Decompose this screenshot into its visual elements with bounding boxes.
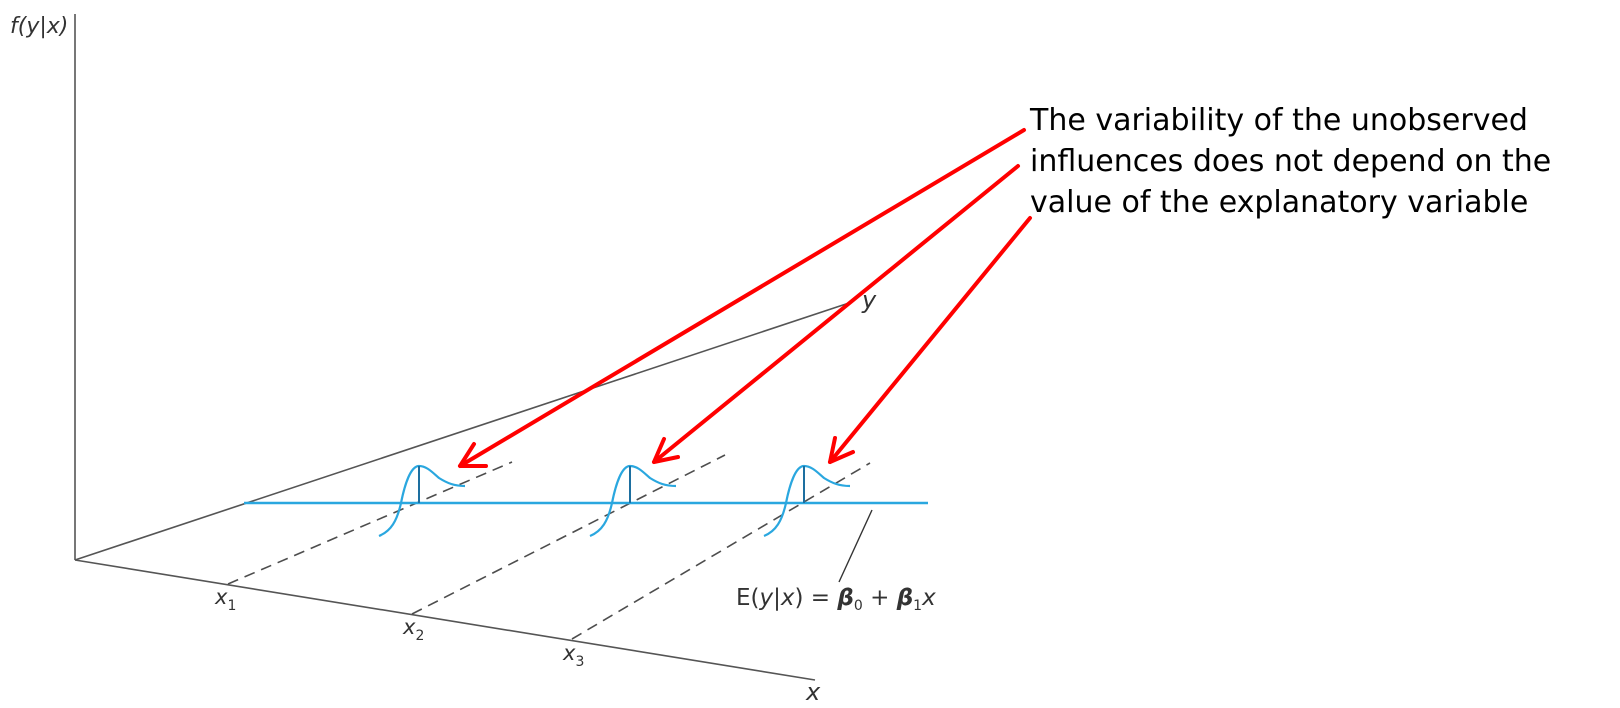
- annotation-arrow-2: [652, 164, 1020, 464]
- regression-label-leader: [838, 509, 873, 583]
- dashed-line-x2: [411, 454, 726, 615]
- y-depth-axis: [74, 301, 853, 561]
- vertical-axis-label: f(y|x): [10, 14, 68, 39]
- x-axis: [74, 559, 816, 681]
- regression-equation-label: E(y|x) = β0 + β1x: [736, 585, 936, 614]
- dashed-line-x1: [227, 461, 513, 585]
- tick-label-x1: x1: [214, 585, 236, 614]
- dashed-line-x3: [571, 462, 871, 640]
- density-curve-1: [377, 464, 467, 538]
- annotation-line-2: influences does not depend on the: [1030, 144, 1552, 179]
- tick-label-x3: x3: [562, 641, 584, 670]
- annotation-line-1: The variability of the unobserved: [1030, 103, 1528, 138]
- depth-axis-label: y: [861, 286, 877, 314]
- annotation-text: The variability of the unobserved influe…: [1030, 100, 1610, 223]
- annotation-arrow-3: [828, 216, 1032, 464]
- annotation-line-3: value of the explanatory variable: [1030, 185, 1529, 220]
- tick-label-x2: x2: [402, 615, 424, 644]
- annotation-arrow-1: [458, 128, 1026, 468]
- horizontal-axis-label: x: [805, 678, 821, 706]
- density-curve-2: [588, 464, 678, 538]
